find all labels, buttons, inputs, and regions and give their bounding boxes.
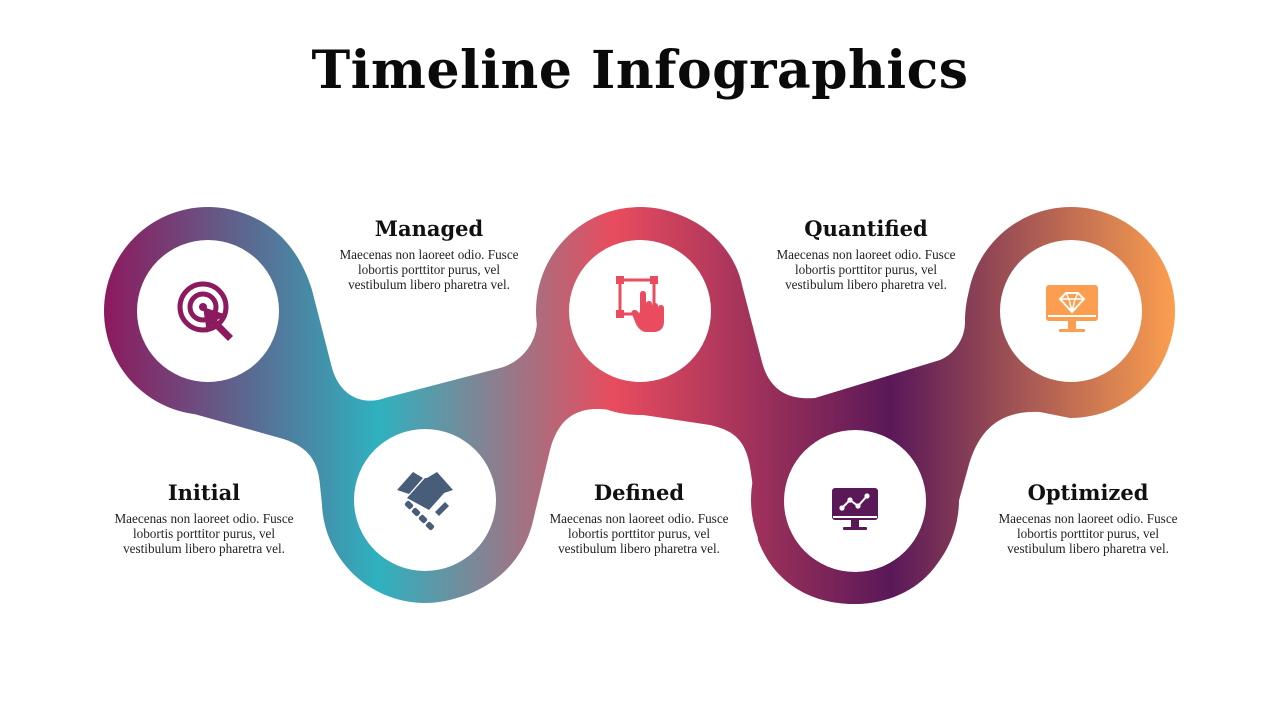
page-title: Timeline Infographics [311, 40, 969, 101]
step-title-optimized: Optimized [1027, 480, 1149, 505]
step-optimized: Optimized Maecenas non laoreet odio. Fus… [988, 480, 1188, 556]
select-hand-icon [616, 276, 664, 332]
step-defined: Defined Maecenas non laoreet odio. Fusce… [539, 480, 739, 556]
step-title-managed: Managed [374, 216, 484, 241]
step-title-defined: Defined [593, 480, 685, 505]
step-title-initial: Initial [167, 480, 241, 505]
monitor-chart-icon [832, 488, 878, 530]
cursor-click-icon [177, 281, 233, 341]
step-desc-initial: Maecenas non laoreet odio. Fusce loborti… [114, 511, 294, 556]
step-managed: Managed Maecenas non laoreet odio. Fusce… [329, 216, 529, 292]
step-desc-managed: Maecenas non laoreet odio. Fusce loborti… [339, 247, 519, 292]
step-initial: Initial Maecenas non laoreet odio. Fusce… [104, 480, 304, 556]
monitor-diamond-icon [1046, 285, 1098, 332]
step-desc-defined: Maecenas non laoreet odio. Fusce loborti… [549, 511, 729, 556]
handshake-icon [397, 472, 453, 531]
step-desc-optimized: Maecenas non laoreet odio. Fusce loborti… [998, 511, 1178, 556]
step-desc-quantified: Maecenas non laoreet odio. Fusce loborti… [776, 247, 956, 292]
step-quantified: Quantified Maecenas non laoreet odio. Fu… [766, 216, 966, 292]
step-title-quantified: Quantified [804, 216, 928, 241]
